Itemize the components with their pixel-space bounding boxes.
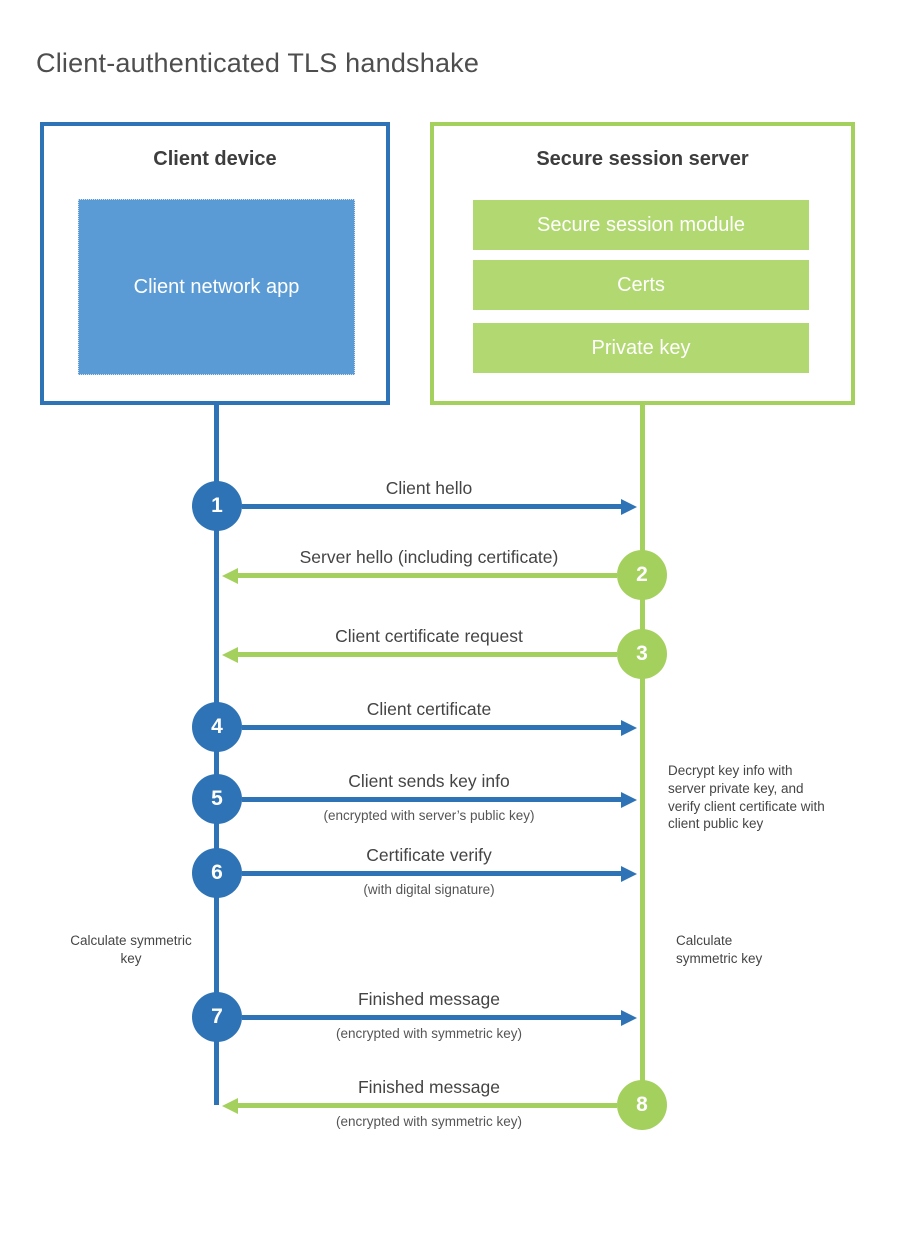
decrypt-key-info-note: Decrypt key info with server private key…: [668, 763, 825, 832]
server-calculate-symmetric-key-note: Calculate symmetric key: [676, 933, 763, 966]
client-device-title: Client device: [153, 148, 277, 170]
secure-session-module-bar: Secure session module: [473, 200, 809, 250]
client-hello-arrow: [242, 498, 637, 515]
client-key-info-arrow: [242, 791, 637, 808]
client-certificate-label: Client certificate: [366, 699, 492, 719]
client-key-info-sublabel: (encrypted with server’s public key): [323, 808, 535, 823]
finished-message-client-label: Finished message: [357, 989, 501, 1009]
client-network-app-box: Client network app: [78, 199, 355, 375]
certificate-verify-arrow: [242, 865, 637, 882]
client-key-info-label: Client sends key info: [348, 771, 510, 791]
step-8-badge: 8: [617, 1080, 667, 1130]
page-title: Client-authenticated TLS handshake: [36, 48, 480, 79]
client-certificate-request-arrow: [222, 646, 617, 663]
certs-bar: Certs: [473, 260, 809, 310]
certificate-verify-sublabel: (with digital signature): [363, 882, 495, 897]
server-hello-arrow: [222, 567, 617, 584]
step-4-badge: 4: [192, 702, 242, 752]
finished-message-server-label: Finished message: [357, 1077, 501, 1097]
client-certificate-arrow: [242, 719, 637, 736]
finished-message-client-arrow: [242, 1009, 637, 1026]
step-7-badge: 7: [192, 992, 242, 1042]
client-hello-label: Client hello: [385, 478, 473, 498]
client-certificate-request-label: Client certificate request: [335, 626, 523, 646]
client-calculate-symmetric-key-note: Calculate symmetric key: [70, 933, 192, 966]
certificate-verify-label: Certificate verify: [366, 845, 492, 865]
step-1-badge: 1: [192, 481, 242, 531]
step-6-badge: 6: [192, 848, 242, 898]
finished-message-server-arrow: [222, 1097, 617, 1114]
private-key-bar: Private key: [473, 323, 809, 373]
client-lifeline: [214, 404, 219, 1105]
server-hello-label: Server hello (including certificate): [299, 547, 559, 567]
finished-message-client-sublabel: (encrypted with symmetric key): [335, 1026, 523, 1041]
client-device-box: Client device Client network app: [40, 122, 390, 405]
step-3-badge: 3: [617, 629, 667, 679]
server-lifeline: [640, 404, 645, 1105]
step-2-badge: 2: [617, 550, 667, 600]
secure-session-server-title: Secure session server: [536, 148, 749, 170]
finished-message-server-sublabel: (encrypted with symmetric key): [335, 1114, 523, 1129]
secure-session-server-box: Secure session server Secure session mod…: [430, 122, 855, 405]
step-5-badge: 5: [192, 774, 242, 824]
